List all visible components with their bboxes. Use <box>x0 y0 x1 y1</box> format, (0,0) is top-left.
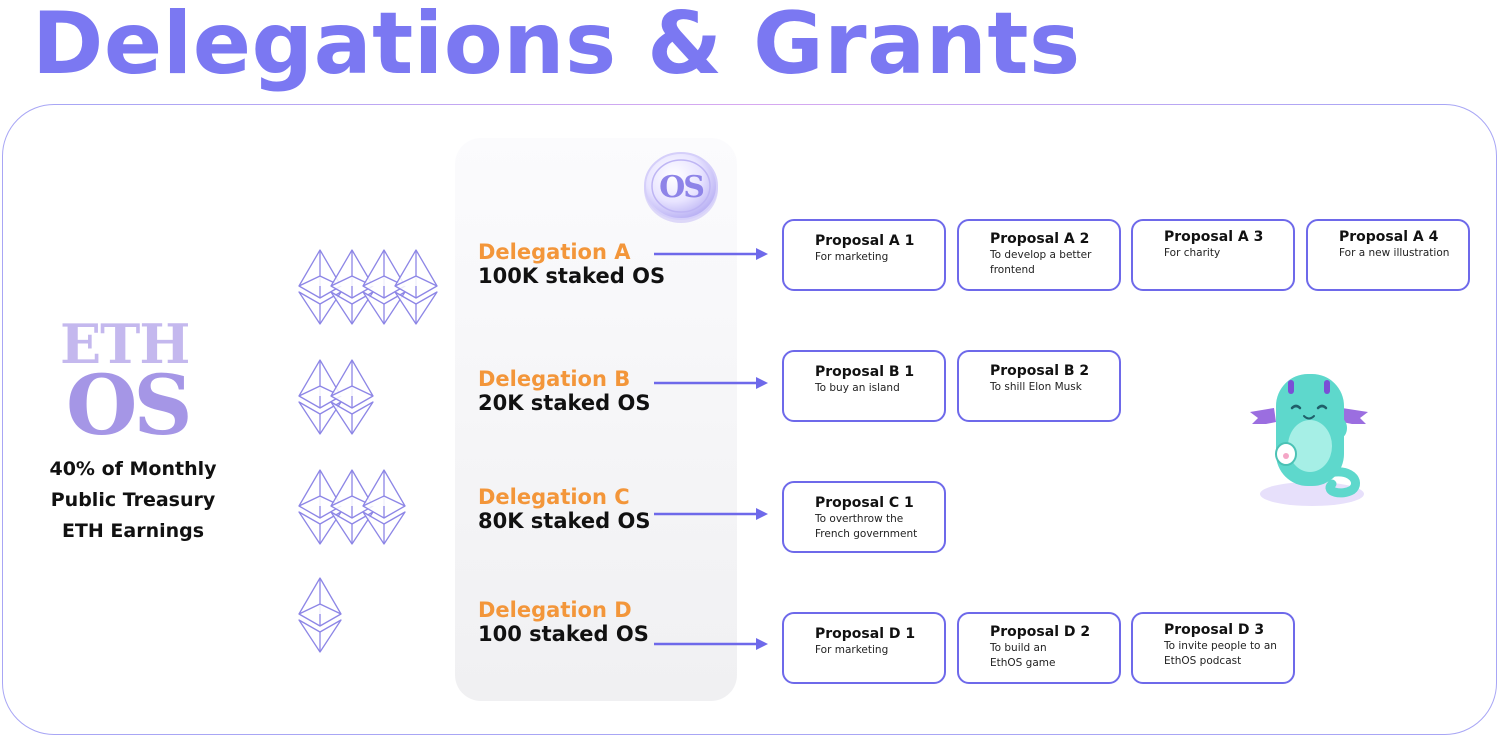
delegation-c: Delegation C 80K staked OS <box>478 485 650 533</box>
eth-icon-row <box>298 469 406 545</box>
delegation-a-stake: 100K staked OS <box>478 264 666 288</box>
dragon-mascot-icon <box>1250 374 1368 506</box>
arrow-right-icon <box>654 508 768 520</box>
proposal-a4-title: Proposal A 4 <box>1339 229 1439 245</box>
proposal-c1-title: Proposal C 1 <box>815 495 914 511</box>
proposal-d3-title: Proposal D 3 <box>1164 622 1265 638</box>
proposal-a1: Proposal A 1 For marketing <box>782 219 946 291</box>
proposal-d2-desc: To build an EthOS game <box>990 642 1056 669</box>
proposal-a2-title: Proposal A 2 <box>990 231 1090 247</box>
treasury-label: 40% of Monthly Public Treasury ETH Earni… <box>20 454 246 547</box>
treasury-line-2: Public Treasury <box>50 489 216 511</box>
proposal-a1-desc: For marketing <box>815 251 889 263</box>
page-title: Delegations & Grants <box>32 0 1081 94</box>
proposal-b2-desc: To shill Elon Musk <box>990 381 1082 393</box>
proposal-a3: Proposal A 3 For charity <box>1131 219 1295 291</box>
proposal-b2-title: Proposal B 2 <box>990 363 1090 379</box>
arrow-right-icon <box>654 377 768 389</box>
proposal-d1: Proposal D 1 For marketing <box>782 612 946 684</box>
proposal-b2: Proposal B 2 To shill Elon Musk <box>957 350 1121 422</box>
ethos-logo-eth: ETH <box>60 312 190 376</box>
proposal-a4: Proposal A 4 For a new illustration <box>1306 219 1470 291</box>
proposal-d3-desc: To invite people to an EthOS podcast <box>1164 640 1277 667</box>
delegation-d-stake: 100 staked OS <box>478 622 649 646</box>
proposal-c1: Proposal C 1 To overthrow the French gov… <box>782 481 946 553</box>
treasury-line-3: ETH Earnings <box>61 520 205 542</box>
delegation-a-name: Delegation A <box>478 240 631 264</box>
delegation-d: Delegation D 100 staked OS <box>478 598 649 646</box>
eth-icon-group-a <box>297 248 439 326</box>
proposal-d2-title: Proposal D 2 <box>990 624 1091 640</box>
frame-top-accent <box>80 104 1420 105</box>
proposal-d2: Proposal D 2 To build an EthOS game <box>957 612 1121 684</box>
proposal-b1-desc: To buy an island <box>815 382 900 394</box>
os-coin-label: OS <box>659 170 703 205</box>
delegation-panel <box>455 138 737 701</box>
delegation-b-stake: 20K staked OS <box>478 391 651 415</box>
eth-icon-row <box>298 249 438 325</box>
treasury-line-1: 40% of Monthly <box>49 458 217 480</box>
proposal-a3-title: Proposal A 3 <box>1164 229 1264 245</box>
delegation-c-name: Delegation C <box>478 485 630 509</box>
arrow-right-icon <box>654 638 768 650</box>
proposal-b1: Proposal B 1 To buy an island <box>782 350 946 422</box>
proposal-a4-desc: For a new illustration <box>1339 247 1450 259</box>
ethereum-diamond-icon <box>298 577 342 653</box>
delegation-b: Delegation B 20K staked OS <box>478 367 650 415</box>
ethereum-diamond-icon <box>330 359 374 435</box>
delegation-d-name: Delegation D <box>478 598 632 622</box>
proposal-a1-title: Proposal A 1 <box>815 233 915 249</box>
eth-icon-group-d <box>297 576 347 654</box>
proposal-d1-desc: For marketing <box>815 644 889 656</box>
arrow-right-icon <box>654 248 768 260</box>
ethereum-diamond-icon <box>362 469 406 545</box>
ethereum-diamond-icon <box>394 249 438 325</box>
ethos-logo-os: OS <box>66 358 193 454</box>
delegation-b-name: Delegation B <box>478 367 631 391</box>
eth-icon-row <box>298 359 374 435</box>
proposal-d1-title: Proposal D 1 <box>815 626 916 642</box>
delegation-c-stake: 80K staked OS <box>478 509 651 533</box>
delegation-a: Delegation A 100K staked OS <box>478 240 665 288</box>
eth-icon-row <box>298 577 342 653</box>
proposal-a2-desc: To develop a better frontend <box>990 249 1092 276</box>
os-coin-icon: OS <box>644 152 718 223</box>
proposal-b1-title: Proposal B 1 <box>815 364 915 380</box>
eth-icon-group-b <box>297 358 377 436</box>
proposal-a3-desc: For charity <box>1164 247 1221 259</box>
proposal-a2: Proposal A 2 To develop a better fronten… <box>957 219 1121 291</box>
proposal-d3: Proposal D 3 To invite people to an EthO… <box>1131 612 1295 684</box>
eth-icon-group-c <box>297 468 409 546</box>
proposal-c1-desc: To overthrow the French government <box>815 513 918 540</box>
